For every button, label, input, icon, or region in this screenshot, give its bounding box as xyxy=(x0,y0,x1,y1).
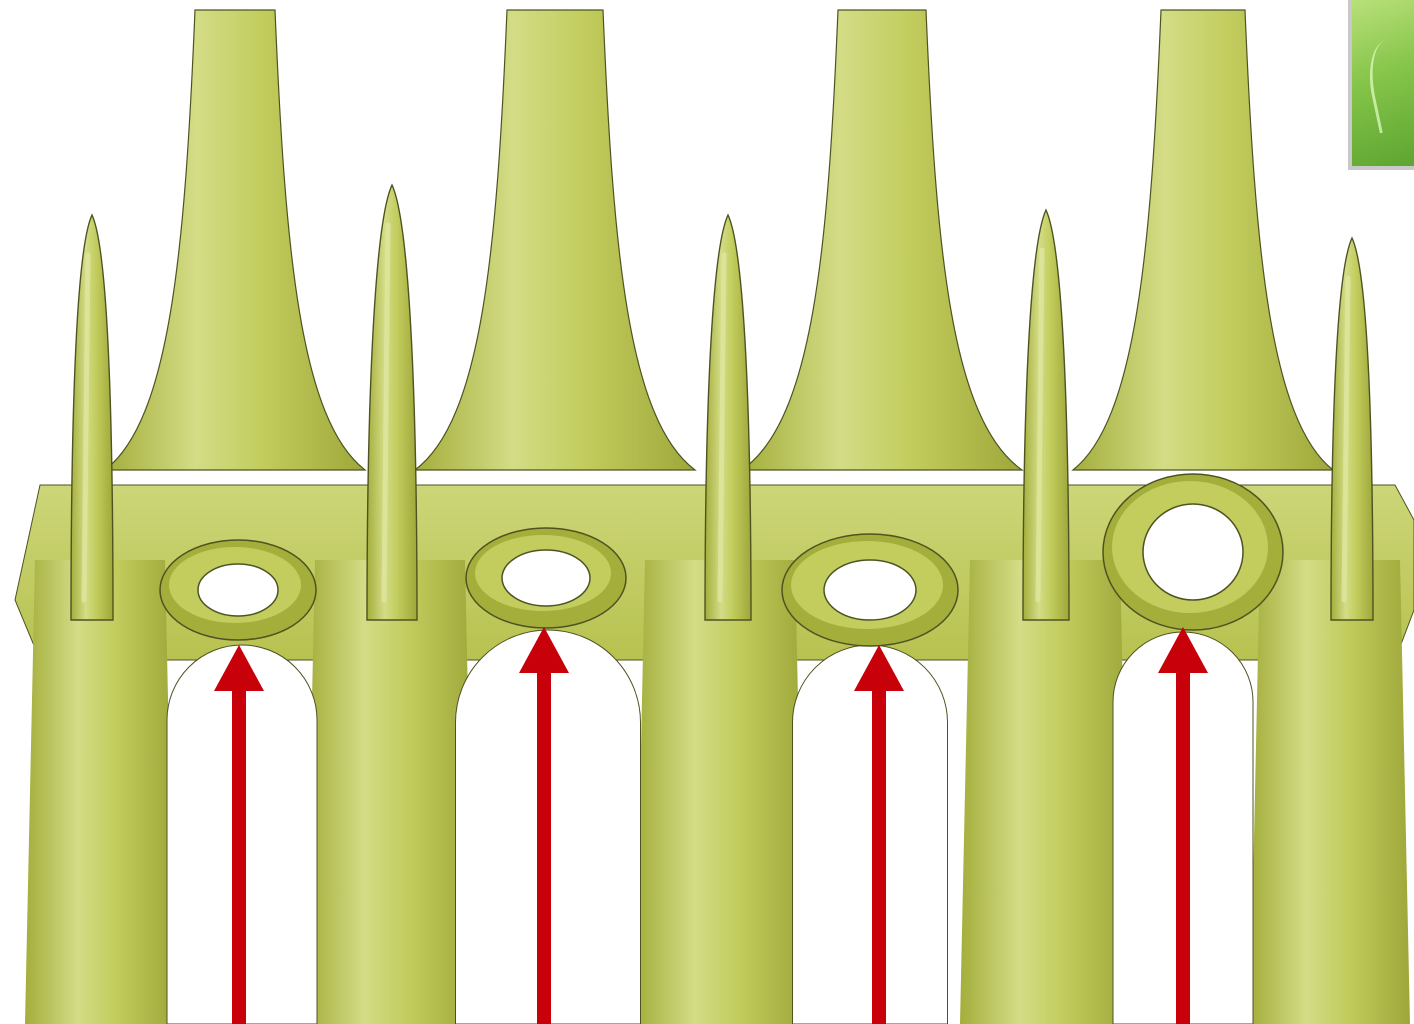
tall-hair-4 xyxy=(1073,10,1333,470)
spike-hair-1 xyxy=(71,215,113,620)
spike-hair-3 xyxy=(705,215,751,620)
spike-hair-2 xyxy=(367,185,417,620)
pore-opening-2 xyxy=(502,550,590,606)
spike-hair-4 xyxy=(1023,210,1069,620)
cell-column-1 xyxy=(25,560,175,1024)
pore-opening-1 xyxy=(198,564,278,616)
cell-column-5 xyxy=(1250,560,1410,1024)
cell-column-3 xyxy=(635,560,805,1024)
arrow-shaft-1 xyxy=(232,689,246,1024)
cell-column-2 xyxy=(305,560,475,1024)
grass-thumbnail-image xyxy=(1348,0,1414,170)
grass-blade-icon xyxy=(1361,37,1414,134)
arrow-shaft-4 xyxy=(1176,671,1190,1024)
pore-opening-4 xyxy=(1143,504,1243,600)
intercellular-gap-3 xyxy=(793,645,948,1024)
tall-hair-1 xyxy=(105,10,365,470)
cell-column-4 xyxy=(960,560,1130,1024)
tall-hair-3 xyxy=(742,10,1022,470)
spike-hair-5 xyxy=(1331,238,1373,620)
arrow-shaft-2 xyxy=(537,671,551,1024)
pore-opening-3 xyxy=(824,560,916,620)
tall-hair-2 xyxy=(415,10,695,470)
arrow-shaft-3 xyxy=(872,689,886,1024)
